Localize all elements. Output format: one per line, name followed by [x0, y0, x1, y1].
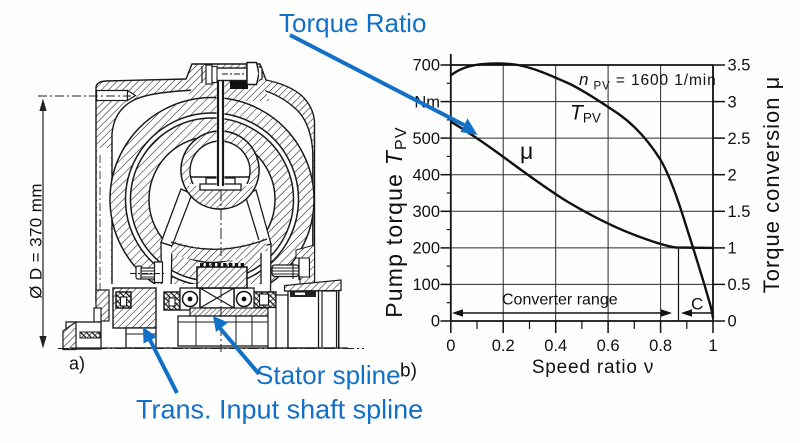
svg-text:700: 700: [412, 57, 440, 75]
svg-text:3.5: 3.5: [728, 57, 751, 75]
svg-text:1: 1: [708, 337, 717, 355]
svg-text:1: 1: [728, 240, 737, 258]
svg-text:TPV: TPV: [570, 102, 601, 126]
svg-text:200: 200: [412, 240, 440, 258]
svg-text:0.2: 0.2: [492, 337, 515, 355]
svg-text:Torque conversion μ: Torque conversion μ: [759, 76, 784, 294]
svg-text:Torque Ratio: Torque Ratio: [279, 8, 426, 38]
svg-text:Trans. Input shaft spline: Trans. Input shaft spline: [136, 395, 423, 425]
svg-text:0.6: 0.6: [597, 337, 620, 355]
svg-text:Nm: Nm: [414, 93, 440, 111]
svg-text:0: 0: [431, 313, 440, 331]
svg-text:Converter range: Converter range: [502, 292, 618, 309]
svg-text:n PV = 1600 1/min: n PV = 1600 1/min: [579, 70, 717, 93]
svg-text:0: 0: [446, 337, 455, 355]
svg-text:0.8: 0.8: [649, 337, 672, 355]
svg-text:0.5: 0.5: [728, 276, 751, 294]
svg-text:0.4: 0.4: [544, 337, 567, 355]
svg-text:3: 3: [728, 93, 737, 111]
svg-text:300: 300: [412, 203, 440, 221]
svg-text:Speed ratio ν: Speed ratio ν: [532, 357, 654, 378]
svg-text:1.5: 1.5: [728, 203, 751, 221]
svg-text:100: 100: [412, 276, 440, 294]
svg-text:b): b): [400, 361, 417, 382]
svg-text:2.5: 2.5: [728, 130, 751, 148]
svg-text:μ: μ: [520, 138, 533, 164]
svg-text:C: C: [691, 295, 703, 314]
svg-text:a): a): [69, 354, 85, 374]
svg-text:Ø D = 370 mm: Ø D = 370 mm: [27, 183, 46, 299]
svg-text:Pump torque TPV: Pump torque TPV: [381, 126, 410, 317]
svg-text:2: 2: [728, 166, 737, 184]
svg-text:400: 400: [412, 166, 440, 184]
svg-text:0: 0: [728, 313, 737, 331]
svg-text:500: 500: [412, 130, 440, 148]
svg-text:Stator spline: Stator spline: [256, 360, 401, 390]
